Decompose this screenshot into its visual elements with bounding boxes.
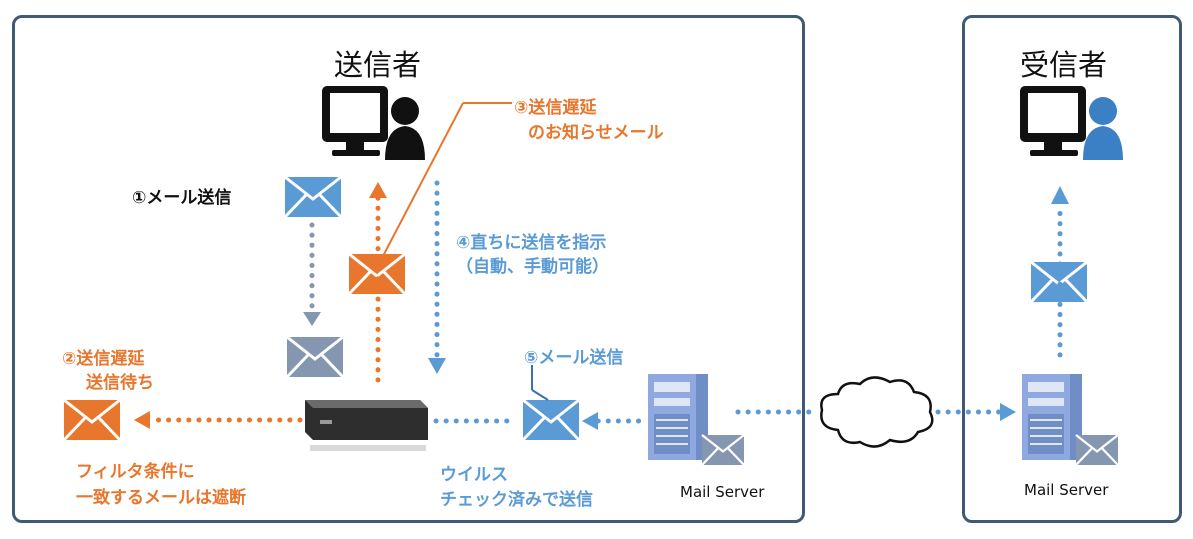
sender-person-icon	[385, 97, 425, 160]
receiver-mail-server-label: Mail Server	[1024, 481, 1109, 499]
filter-note-line1: フィルタ条件に	[76, 462, 195, 482]
internet-cloud-icon	[820, 376, 934, 448]
envelope-icon-step1	[283, 175, 343, 219]
arrow-head-release	[428, 358, 446, 374]
arrow-head-to-receiver-user	[1051, 186, 1069, 204]
callout-line-step3	[381, 102, 464, 259]
step2-label-line2: 送信待ち	[86, 373, 154, 393]
step4-label-line1: ④直ちに送信を指示	[456, 233, 607, 253]
receiver-title: 受信者	[1020, 48, 1108, 82]
arrow-head-notify	[369, 182, 387, 198]
virus-note-line2: チェック済みで送信	[440, 490, 593, 510]
step1-label: ①メール送信	[132, 188, 232, 208]
envelope-icon-blocked	[62, 398, 122, 442]
arrow-head-to-envelope	[582, 412, 598, 430]
arrow-head-to-receiver	[1000, 403, 1016, 421]
arrow-head-step1	[303, 312, 321, 326]
envelope-icon-held	[285, 335, 345, 379]
sender-server-envelope-icon	[700, 433, 746, 467]
receiver-person-icon	[1083, 97, 1123, 160]
filter-appliance-icon	[305, 400, 428, 451]
filter-note-line2: 一致するメールは遮断	[76, 488, 246, 508]
receiver-server-envelope-icon	[1074, 433, 1120, 467]
callout-line-step5-tail	[531, 389, 549, 401]
envelope-icon-sent	[521, 398, 581, 442]
receiver-computer-icon	[1020, 86, 1086, 156]
step3-label-line2: のお知らせメール	[528, 123, 664, 143]
step5-label: ⑤メール送信	[524, 348, 624, 368]
step4-label-line2: （自動、手動可能）	[456, 257, 609, 277]
arrow-head-blocked	[134, 411, 150, 429]
step2-label-line1: ②送信遅延	[62, 349, 145, 369]
sender-mail-server-icon	[647, 373, 709, 461]
sender-title: 送信者	[334, 48, 422, 82]
sender-mail-server-label: Mail Server	[680, 483, 765, 501]
receiver-mail-server-icon	[1021, 373, 1083, 461]
sender-computer-icon	[322, 86, 388, 156]
step3-label-line1: ③送信遅延	[514, 98, 597, 118]
virus-note-line1: ウイルス	[440, 465, 508, 485]
